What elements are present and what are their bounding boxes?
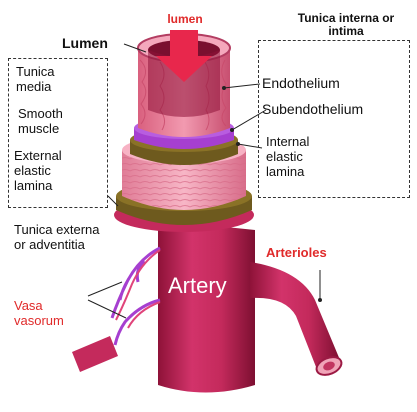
tunica-externa-label: Tunica externa or adventitia — [14, 222, 108, 252]
endothelium-label: Endothelium — [262, 76, 340, 90]
artery-label: Artery — [168, 274, 227, 298]
cut-vessel — [72, 336, 118, 372]
smooth-muscle-label: Smooth muscle — [18, 106, 88, 136]
internal-elastic-label: Internal elastic lamina — [266, 134, 336, 179]
tunica-interna-label: Tunica interna or intima — [290, 12, 402, 38]
subendothelium-label: Subendothelium — [262, 102, 363, 116]
arterioles-label: Arterioles — [266, 246, 327, 260]
tunica-media-label: Tunica media — [16, 64, 76, 94]
lumen-top-label: lumen — [140, 12, 230, 26]
vasa-vasorum-vessels — [112, 248, 160, 345]
external-elastic-label: External elastic lamina — [14, 148, 88, 193]
vasa-vasorum-label: Vasa vasorum — [14, 298, 74, 328]
lumen-label: Lumen — [62, 36, 108, 50]
artery-trunk — [158, 220, 255, 393]
arteriole-branch — [250, 262, 340, 372]
